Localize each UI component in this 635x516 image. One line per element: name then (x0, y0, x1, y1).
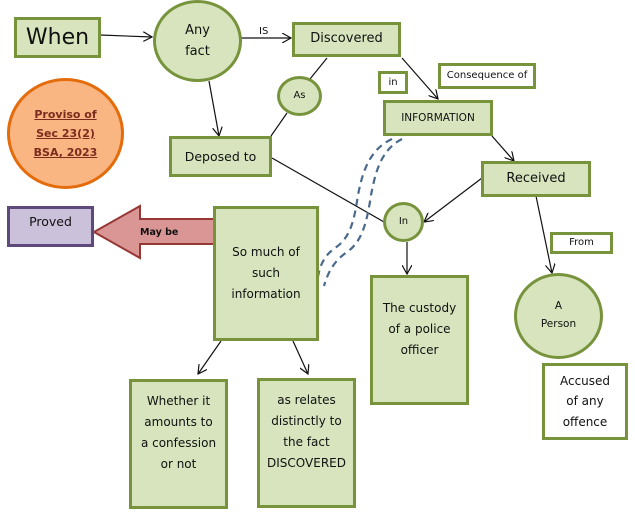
whether-text: Whether it amounts to a confession or no… (140, 394, 217, 471)
custody-text: The custody of a police officer (382, 300, 457, 357)
is-label: IS (259, 26, 269, 37)
proved-box: Proved (7, 206, 94, 247)
arrow-somuch-to-whether (198, 340, 222, 374)
in-label-box: in (378, 71, 408, 94)
in-circle: In (383, 202, 424, 242)
arrow-information-to-received (491, 135, 514, 161)
arrow-when-to-anyfact (99, 35, 152, 37)
proviso-text: Proviso of Sec 23(2) BSA, 2023 (33, 107, 98, 160)
dashed-link-information-to-somuch (315, 138, 393, 287)
arrow-somuch-to-asrelates (292, 340, 308, 374)
may-be-arrow (91, 204, 215, 260)
in-label-text: in (388, 76, 398, 88)
when-text: When (25, 24, 90, 50)
proviso-circle: Proviso of Sec 23(2) BSA, 2023 (7, 78, 124, 189)
a-person-circle: A Person (514, 273, 603, 359)
line-discovered-to-as (309, 57, 328, 80)
consequence-of-box: Consequence of (438, 63, 536, 89)
from-label-box: From (550, 232, 613, 254)
line-as-to-deposed (270, 112, 288, 137)
any-fact-circle: Any fact (153, 0, 242, 82)
as-text: As (293, 90, 306, 101)
as-relates-box: as relates distinctly to the fact DISCOV… (257, 378, 356, 508)
a-person-text: A Person (540, 300, 577, 330)
deposed-to-box: Deposed to (169, 136, 272, 177)
received-box: Received (481, 161, 591, 197)
dashed-link-information-to-somuch-2 (322, 138, 403, 287)
from-label-text: From (569, 237, 594, 248)
arrow-received-to-person (535, 195, 552, 273)
accused-text: Accused of any offence (559, 373, 611, 429)
in-circle-text: In (398, 216, 409, 227)
arrow-anyfact-to-deposed (208, 80, 219, 136)
so-much-box: So much of such information (213, 206, 319, 341)
accused-box: Accused of any offence (542, 363, 628, 440)
as-relates-text: as relates distinctly to the fact DISCOV… (267, 393, 346, 470)
arrow-received-to-in (424, 177, 483, 222)
received-text: Received (506, 170, 566, 186)
information-box: INFORMATION (383, 100, 493, 136)
so-much-text: So much of such information (231, 245, 301, 301)
as-circle: As (277, 76, 322, 116)
information-text: INFORMATION (401, 111, 475, 124)
proved-text: Proved (29, 213, 72, 229)
line-deposed-to-in (271, 157, 385, 223)
custody-box: The custody of a police officer (370, 275, 469, 405)
may-be-label: May be (140, 227, 179, 238)
discovered-text: Discovered (310, 31, 383, 47)
consequence-of-text: Consequence of (446, 70, 528, 81)
discovered-box: Discovered (292, 22, 401, 57)
when-box: When (14, 17, 101, 58)
deposed-to-text: Deposed to (184, 148, 257, 164)
arrow-discovered-to-information (401, 57, 438, 99)
any-fact-text: Any fact (185, 22, 210, 59)
whether-box: Whether it amounts to a confession or no… (129, 379, 228, 509)
